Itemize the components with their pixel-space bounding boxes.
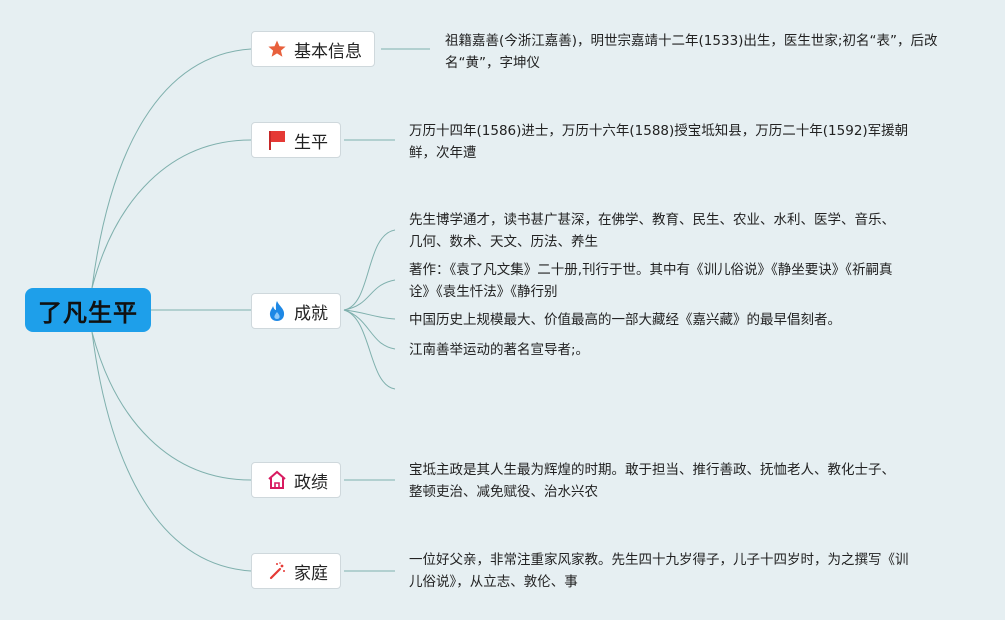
branch-governance[interactable]: 政绩 [251,462,341,498]
link-ach-note3 [343,309,396,320]
link-root-fam [91,331,252,572]
link-root-gov [91,331,252,481]
branch-basic-info[interactable]: 基本信息 [251,31,375,67]
note-achievement-jiaxing-canon: 中国历史上规模最大、价值最高的一部大藏经《嘉兴藏》的最早倡刻者。 [409,312,841,328]
note-achievement-learning: 先生博学通才，读书甚广甚深，在佛学、教育、民生、农业、水利、医学、音乐、几何、数… [409,212,895,250]
branch-life[interactable]: 生平 [251,122,341,158]
wand-icon [266,560,288,582]
note-life: 万历十四年(1586)进士，万历十六年(1588)授宝坻知县，万历二十年(159… [409,123,909,161]
note-basic-info: 祖籍嘉善(今浙江嘉善)，明世宗嘉靖十二年(1533)出生，医生世家;初名“表”，… [445,33,938,71]
central-topic-label: 了凡生平 [38,298,138,327]
note-achievement-charity: 江南善举运动的著名宣导者;。 [409,342,590,358]
branch-label: 基本信息 [294,41,362,62]
note-governance: 宝坻主政是其人生最为辉煌的时期。敢于担当、推行善政、抚恤老人、教化士子、整顿吏治… [409,462,895,500]
central-topic[interactable]: 了凡生平 [25,288,151,332]
house-icon [266,469,288,491]
branch-family[interactable]: 家庭 [251,553,341,589]
link-root-basic [91,48,252,289]
note-achievement-works: 著作：《袁了凡文集》二十册,刊行于世。其中有《训儿俗说》《静坐要诀》《祈嗣真诠》… [409,262,893,300]
link-ach-note4 [343,309,396,350]
star-icon [266,38,288,60]
link-ach-note5 [343,309,396,390]
branch-achievements[interactable]: 成就 [251,293,341,329]
flag-icon [266,129,288,151]
branch-label: 生平 [294,132,328,153]
note-family: 一位好父亲，非常注重家风家教。先生四十九岁得子，儿子十四岁时，为之撰写《训儿俗说… [409,552,909,590]
branch-label: 成就 [294,303,328,324]
branch-label: 政绩 [294,472,328,493]
flame-icon [266,300,288,322]
link-root-life [91,139,252,289]
link-ach-note1 [343,229,396,311]
branch-label: 家庭 [294,563,328,584]
link-ach-note2 [343,279,396,311]
